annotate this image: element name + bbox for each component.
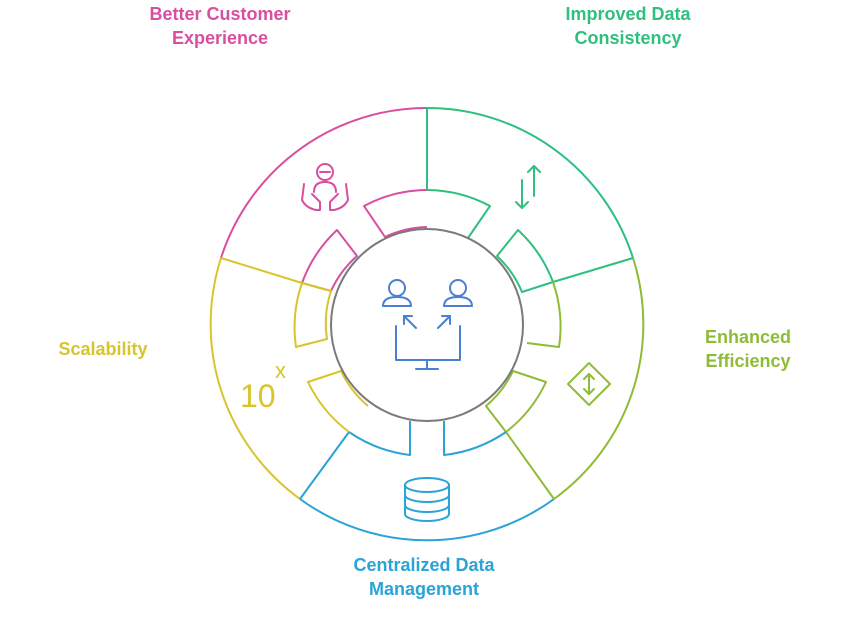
- label-enhanced-efficiency: Enhanced Efficiency: [668, 325, 828, 373]
- separator-centralized-scalability: [299, 431, 350, 500]
- segment-arc-consistency: [426, 106, 634, 259]
- separator-scalability-customer: [220, 257, 303, 284]
- ten-power-x-icon: 10 x: [240, 358, 286, 414]
- label-line-2: Efficiency: [705, 351, 791, 371]
- label-centralized-data-management: Centralized Data Management: [314, 553, 534, 601]
- inner-segment-centralized: [443, 421, 507, 456]
- label-line-1: Enhanced: [704, 327, 792, 347]
- label-improved-data-consistency: Improved Data Consistency: [528, 2, 728, 50]
- database-icon: [404, 477, 450, 522]
- inner-segment-scalability: [307, 370, 369, 433]
- inner-segment-consistency-2: [496, 229, 554, 293]
- up-down-arrows-icon: [515, 165, 541, 209]
- segment-arc-efficiency: [553, 257, 645, 500]
- ten-power-x-exponent: x: [275, 358, 286, 383]
- ten-power-x-base: 10: [240, 378, 276, 414]
- label-line-2: Experience: [171, 28, 269, 48]
- segment-arc-centralized: [299, 498, 555, 542]
- label-line-1: Centralized Data: [353, 555, 495, 575]
- inner-segment-consistency: [426, 189, 491, 239]
- inner-segment-scalability-2: [293, 282, 332, 348]
- separator-consistency-efficiency: [552, 257, 634, 283]
- diamond-arrows-icon: [567, 362, 611, 406]
- inner-segment-efficiency-2: [485, 370, 547, 433]
- label-line-2: Consistency: [574, 28, 682, 48]
- inner-segment-centralized-2: [348, 421, 411, 456]
- users-network-icon: [382, 279, 473, 370]
- label-line-1: Scalability: [58, 339, 148, 359]
- label-line-1: Better Customer: [149, 4, 291, 24]
- label-line-2: Management: [368, 579, 480, 599]
- segment-arc-customer: [220, 106, 428, 259]
- label-better-customer-experience: Better Customer Experience: [120, 2, 320, 50]
- inner-segment-efficiency: [526, 281, 562, 348]
- inner-segment-customer: [363, 189, 428, 238]
- label-line-1: Improved Data: [565, 4, 691, 24]
- separator-efficiency-centralized: [505, 431, 555, 500]
- center-circle: [330, 228, 524, 422]
- segment-arc-scalability: [209, 257, 301, 500]
- person-hands-icon: [301, 163, 349, 211]
- label-scalability: Scalability: [33, 337, 173, 361]
